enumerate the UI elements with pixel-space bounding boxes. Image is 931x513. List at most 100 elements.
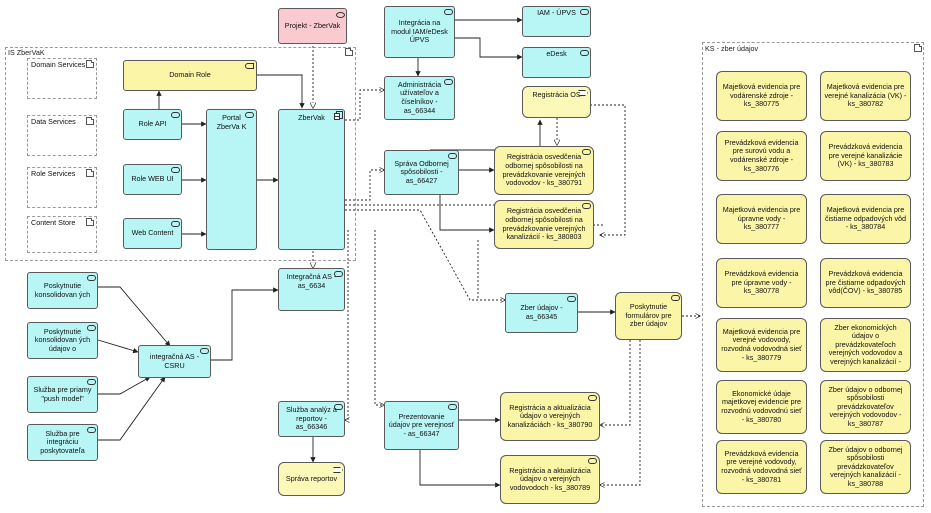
- folder-content-store[interactable]: Content Store: [27, 216, 97, 253]
- ks-item[interactable]: Prevádzková evidencia pre verejné vodovo…: [716, 440, 807, 494]
- service-icon: [171, 112, 180, 118]
- node-portal[interactable]: Portal ZberVa K: [206, 109, 257, 250]
- service-icon: [444, 79, 453, 85]
- folder-data-services-label: Data Services: [31, 117, 76, 126]
- group-ks-zber-label: KS - zber údajov: [705, 44, 759, 53]
- service-icon: [567, 296, 576, 302]
- node-integracna-csru[interactable]: integračná AS - CSRU: [138, 345, 211, 378]
- node-zbervak[interactable]: ZberVak: [278, 109, 345, 250]
- node-poskytnutie-formularov[interactable]: Poskytnutie formulárov pre zber údajov: [615, 292, 682, 340]
- node-projekt-label: Projekt - ZberVak: [284, 20, 341, 30]
- ks-item[interactable]: Prevádzková evidencia pre verejné kanali…: [820, 131, 911, 181]
- node-role-web-ui-label: Role WEB UI: [131, 174, 174, 184]
- node-reg-akt-kanal[interactable]: Registrácia a aktualizácia údajov o vere…: [500, 392, 600, 441]
- service-icon: [87, 379, 96, 385]
- node-integracna-csru-label: integračná AS - CSRU: [149, 351, 200, 370]
- node-poskytnutie-konsolidovanych[interactable]: Poskytnutie konsolidovan ých: [27, 272, 98, 309]
- node-sprava-reportov-label: Správa reportov: [285, 473, 338, 483]
- node-administracia-label: Administrácia užívateľov a číselníkov - …: [397, 79, 442, 115]
- node-prezentovanie-label: Prezentovanie údajov pre verejnosť - as_…: [388, 411, 455, 438]
- node-sluzba-push[interactable]: Služba pre priamy "push model": [27, 376, 98, 413]
- node-sprava-odbornej-label: Správa Odbornej spôsobilosti - as_66427: [394, 158, 449, 185]
- node-reg-osv-vodovod-label: Registrácia osvedčenia odbornej spôsobil…: [502, 152, 586, 188]
- service-icon: [582, 203, 591, 209]
- ks-item-label: Majetková evidencia pre verejné vodovody…: [721, 326, 802, 362]
- node-projekt[interactable]: Projekt - ZberVak: [278, 8, 347, 44]
- ks-item[interactable]: Prevádzková evidencia pre čistiarne odpa…: [820, 258, 911, 308]
- service-icon: [444, 9, 453, 15]
- node-prezentovanie[interactable]: Prezentovanie údajov pre verejnosť - as_…: [384, 401, 459, 450]
- group-is-zbervak: [5, 47, 356, 261]
- ks-item[interactable]: Zber údajov o odbornej spôsobilosti prev…: [820, 380, 911, 434]
- node-reg-akt-vodovod[interactable]: Registrácia a aktualizácia údajov o vere…: [500, 455, 600, 504]
- ks-item[interactable]: Ekonomické údaje majetkovej evidencie pr…: [716, 380, 807, 434]
- folder-domain-services-label: Domain Services: [31, 60, 86, 69]
- ks-item-label: Zber údajov o odbornej spôsobilosti prev…: [828, 444, 903, 488]
- node-zber-udajov-label: Zber údajov - as_66345: [520, 303, 563, 321]
- ks-item[interactable]: Majetková evidencia pre verejné kanalizá…: [820, 71, 911, 121]
- node-poskytnutie-konsolidovanych-udajov-label: Poskytnutie konsolidovan ých údajov o: [34, 326, 91, 353]
- node-registracia-os[interactable]: Registrácia OS: [522, 86, 591, 118]
- node-reg-osv-kanal[interactable]: Registrácia osvedčenia odbornej spôsobil…: [494, 200, 594, 249]
- node-web-content-label: Web Content: [131, 228, 174, 238]
- group-is-zbervak-label: IS ZberVaK: [8, 48, 45, 57]
- ks-item[interactable]: Majetková evidencia pre úpravne vody - k…: [716, 194, 807, 244]
- ks-item[interactable]: Zber údajov o odbornej spôsobilosti prev…: [820, 440, 911, 494]
- node-reg-osv-vodovod[interactable]: Registrácia osvedčenia odbornej spôsobil…: [494, 146, 594, 195]
- ks-item-label: Zber údajov o odbornej spôsobilosti prev…: [828, 384, 903, 428]
- node-sluzba-push-label: Služba pre priamy "push model": [33, 384, 92, 403]
- node-role-web-ui[interactable]: Role WEB UI: [123, 164, 182, 195]
- folder-icon: [914, 44, 922, 52]
- node-zbervak-label: ZberVak: [298, 113, 325, 122]
- node-integracia-iam[interactable]: Integrácia na modul IAM/eDesk ÚPVS: [384, 6, 455, 58]
- service-icon: [448, 153, 457, 159]
- node-sluzba-integraciu[interactable]: Služba pre integráciu poskytovateľa: [27, 424, 98, 461]
- ks-item[interactable]: Prevádzková evidencia pre surovú vodu a …: [716, 131, 807, 181]
- ks-item-label: Zber ekonomických údajov o prevádzkovate…: [828, 322, 903, 366]
- node-poskytnutie-konsolidovanych-udajov[interactable]: Poskytnutie konsolidovan ých údajov o: [27, 322, 98, 359]
- node-sluzba-integraciu-label: Služba pre integráciu poskytovateľa: [40, 428, 85, 455]
- folder-data-services[interactable]: Data Services: [27, 115, 97, 156]
- node-iam-upvs[interactable]: IAM - ÚPVS: [522, 6, 591, 37]
- folder-icon: [345, 48, 353, 56]
- node-sluzba-analyz[interactable]: Služba analýz a reportov - as_66346: [278, 401, 345, 437]
- folder-icon: [86, 218, 94, 226]
- ks-item-label: Majetková evidencia pre čistiarne odpado…: [824, 205, 907, 232]
- ks-item-label: Majetková evidencia pre vodárenské zdroj…: [722, 82, 801, 109]
- ks-item-label: Majetková evidencia pre úpravne vody - k…: [722, 205, 801, 232]
- node-iam-upvs-label: IAM - ÚPVS: [537, 8, 576, 17]
- service-icon: [448, 404, 457, 410]
- node-role-api-label: Role API: [138, 119, 167, 129]
- node-edesk[interactable]: eDesk: [522, 47, 591, 78]
- node-reg-akt-kanal-label: Registrácia a aktualizácia údajov o vere…: [507, 402, 593, 429]
- node-reg-akt-vodovod-label: Registrácia a aktualizácia údajov o vere…: [509, 465, 591, 492]
- ks-item[interactable]: Majetková evidencia pre čistiarne odpado…: [820, 194, 911, 244]
- service-icon: [200, 348, 209, 354]
- node-portal-label: Portal ZberVa K: [216, 113, 247, 131]
- folder-role-services[interactable]: Role Services: [27, 167, 97, 208]
- ks-item[interactable]: Prevádzková evidencia pre úpravne vody -…: [716, 258, 807, 308]
- folder-icon: [86, 169, 94, 177]
- folder-content-store-label: Content Store: [31, 218, 76, 227]
- node-reg-osv-kanal-label: Registrácia osvedčenia odbornej spôsobil…: [502, 206, 586, 242]
- ks-item[interactable]: Majetková evidencia pre vodárenské zdroj…: [716, 71, 807, 121]
- node-sprava-odbornej[interactable]: Správa Odbornej spôsobilosti - as_66427: [384, 150, 459, 195]
- service-icon: [580, 9, 589, 15]
- service-icon: [245, 112, 254, 118]
- node-domain-role[interactable]: Domain Role: [123, 60, 257, 91]
- service-icon: [171, 221, 180, 227]
- folder-domain-services[interactable]: Domain Services: [27, 58, 97, 99]
- node-registracia-os-label: Registrácia OS: [532, 90, 581, 99]
- node-integracna-as-6634-label: Integračná AS - as_6634: [286, 272, 337, 290]
- node-integracna-as-6634[interactable]: Integračná AS - as_6634: [278, 268, 345, 311]
- service-icon: [87, 325, 96, 331]
- node-domain-role-label: Domain Role: [169, 70, 211, 80]
- node-edesk-label: eDesk: [546, 49, 567, 58]
- service-icon: [334, 404, 343, 410]
- node-administracia[interactable]: Administrácia užívateľov a číselníkov - …: [384, 76, 455, 120]
- node-zber-udajov[interactable]: Zber údajov - as_66345: [505, 293, 578, 333]
- ks-item[interactable]: Zber ekonomických údajov o prevádzkovate…: [820, 318, 911, 372]
- ks-item[interactable]: Majetková evidencia pre verejné vodovody…: [716, 318, 807, 372]
